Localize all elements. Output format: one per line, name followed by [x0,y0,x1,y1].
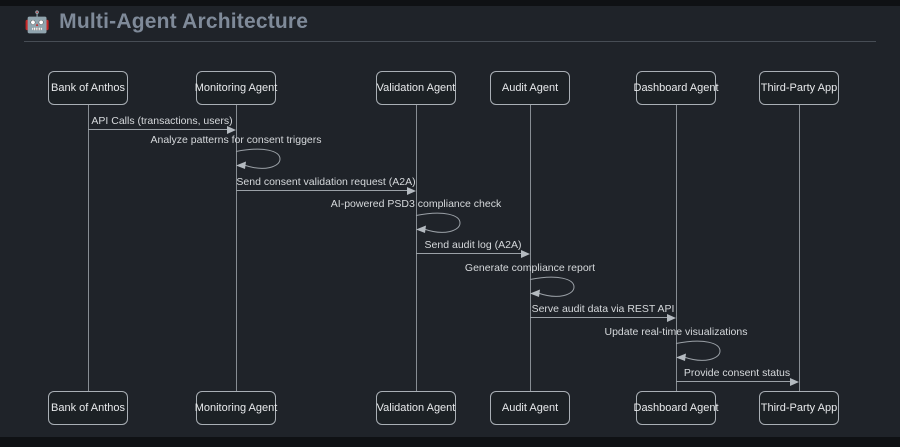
actor-label: Monitoring Agent [194,402,278,414]
actor-box-top-validation-agent: Validation Agent [376,71,456,105]
actor-label: Bank of Anthos [51,402,125,414]
actor-box-top-bank-of-anthos: Bank of Anthos [48,71,128,105]
message-line [88,129,229,130]
self-loop-icon [675,340,721,361]
page-header: 🤖 Multi-Agent Architecture [24,10,308,34]
message-label: Serve audit data via REST API [531,303,675,315]
message-label: AI-powered PSD3 compliance check [330,198,502,210]
lifeline-audit-agent [530,105,531,391]
actor-box-top-audit-agent: Audit Agent [490,71,570,105]
arrowhead-icon [521,249,530,258]
actor-box-top-monitoring-agent: Monitoring Agent [194,71,278,105]
self-loop-icon [235,148,281,169]
message-label: Send consent validation request (A2A) [236,176,416,188]
self-loop-icon [529,276,575,297]
message-line [236,190,408,191]
actor-label: Dashboard Agent [633,82,719,94]
message-line [676,381,791,382]
arrowhead-icon [227,125,236,134]
actor-label: Third-Party App [760,82,838,94]
actor-box-bottom-monitoring-agent: Monitoring Agent [194,391,278,425]
arrowhead-icon [407,186,416,195]
lifeline-validation-agent [416,105,417,391]
message-line [416,253,522,254]
message-label: API Calls (transactions, users) [91,115,233,127]
actor-label: Audit Agent [501,82,559,94]
actor-box-top-third-party-app: Third-Party App [759,71,839,105]
lifeline-dashboard-agent [676,105,677,391]
lifeline-monitoring-agent [236,105,237,391]
actor-box-bottom-validation-agent: Validation Agent [376,391,456,425]
actor-box-bottom-audit-agent: Audit Agent [490,391,570,425]
message-label: Send audit log (A2A) [424,239,522,251]
header-divider [24,41,876,42]
message-label: Update real-time visualizations [604,326,748,338]
actor-box-bottom-third-party-app: Third-Party App [759,391,839,425]
actor-label: Third-Party App [760,402,838,414]
actor-box-bottom-dashboard-agent: Dashboard Agent [633,391,719,425]
lifeline-third-party-app [799,105,800,391]
message-label: Generate compliance report [464,262,596,274]
actor-label: Validation Agent [376,402,456,414]
page-title: Multi-Agent Architecture [59,10,309,33]
actor-label: Monitoring Agent [194,82,278,94]
actor-box-top-dashboard-agent: Dashboard Agent [633,71,719,105]
actor-label: Validation Agent [376,82,456,94]
actor-label: Audit Agent [501,402,559,414]
message-label: Analyze patterns for consent triggers [150,134,322,146]
self-loop-icon [415,212,461,233]
message-label: Provide consent status [683,367,791,379]
robot-icon: 🤖 [24,10,51,34]
actor-label: Bank of Anthos [51,82,125,94]
arrowhead-icon [667,313,676,322]
lifeline-bank-of-anthos [88,105,89,391]
arrowhead-icon [790,377,799,386]
actor-box-bottom-bank-of-anthos: Bank of Anthos [48,391,128,425]
actor-label: Dashboard Agent [633,402,719,414]
message-line [530,317,668,318]
sequence-diagram: Bank of Anthos Monitoring Agent Validati… [0,6,900,437]
